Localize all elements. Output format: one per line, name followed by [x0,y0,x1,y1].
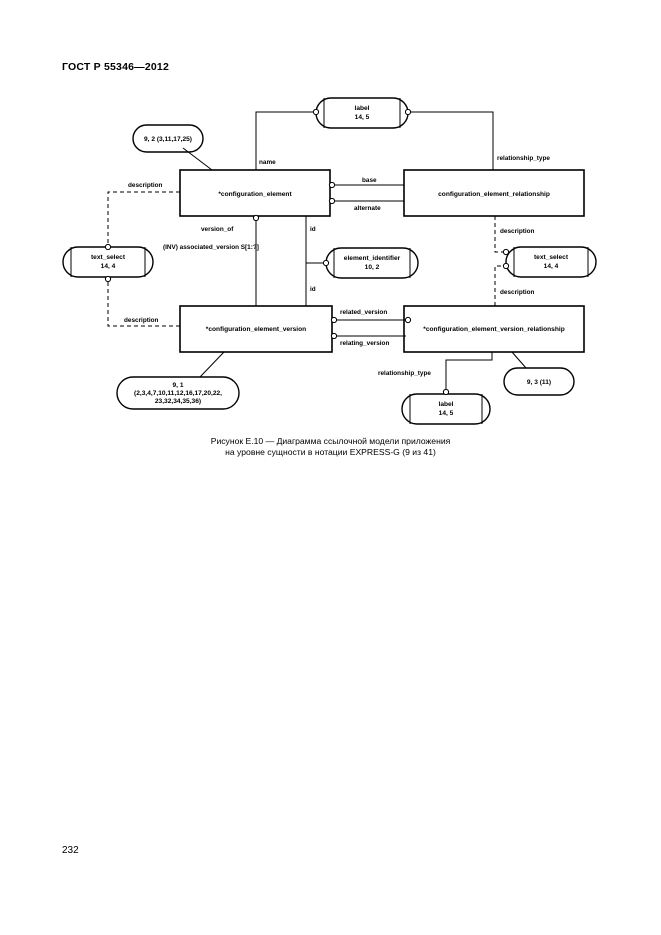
attr-related-version: related_version [340,309,387,316]
attr-description-right-upper: description [500,228,535,235]
entity-configuration-element: *configuration_element [218,191,292,198]
line-description-bottom-left [107,281,180,327]
figure-caption-line2: на уровне сущности в нотации EXPRESS-G (… [225,447,436,457]
line-relationship-type-top [410,111,494,170]
line-ref-top [182,147,213,171]
attr-description-top-left: description [128,182,163,189]
attr-base: base [362,177,377,184]
entity-configuration-element-relationship: configuration_element_relationship [438,191,550,198]
attr-id-lower: id [310,286,316,293]
reference-bottom-line2: (2,3,4,7,10,11,12,16,17,20,22, [134,390,222,397]
type-label-bottom-ref: 14, 5 [439,410,454,417]
type-element-identifier-box [325,247,419,279]
type-text-select-left-ref: 14, 4 [101,263,116,270]
type-element-identifier-name: element_identifier [344,255,401,262]
line-description-top-left [107,191,180,245]
line-description-right-lower [494,265,504,306]
page-number: 232 [62,845,79,856]
attr-id-upper: id [310,226,316,233]
attr-relating-version: relating_version [340,340,389,347]
line-ref-bottom [199,351,225,378]
type-label-top-ref: 14, 5 [355,114,370,121]
attr-name: name [259,159,276,166]
reference-right-box [503,367,575,396]
attr-relationship-type-top: relationship_type [497,155,550,162]
attr-alternate: alternate [354,205,381,212]
type-label-top-name: label [354,105,369,112]
type-label-top-box [315,97,409,129]
attr-description-right-lower: description [500,289,535,296]
type-element-identifier-ref: 10, 2 [365,264,380,271]
reference-top: 9, 2 (3,11,17,25) [144,136,192,143]
type-text-select-right-box [505,246,597,278]
type-label-bottom-name: label [438,401,453,408]
reference-bottom-box [116,376,240,410]
attr-version-of: version_of [201,226,234,233]
document-header: ГОСТ Р 55346—2012 [62,61,170,73]
reference-top-box [132,124,204,153]
entity-configuration-element-version-relationship-box [403,305,585,353]
entity-configuration-element-relationship-box [403,169,585,217]
type-text-select-left-box [62,246,154,278]
reference-bottom-line3: 23,32,34,35,36) [155,398,201,405]
type-text-select-right-ref: 14, 4 [544,263,559,270]
figure-caption-line1: Рисунок E.10 — Диаграмма ссылочной модел… [210,436,451,446]
line-name [255,111,314,170]
type-text-select-left-name: text_select [91,254,126,261]
line-id-upper [305,216,324,264]
type-text-select-right-name: text_select [534,254,569,261]
line-relationship-type-bottom [445,352,493,390]
attr-relationship-type-bottom: relationship_type [378,370,431,377]
attr-inverse: (INV) associated_version S[1:?] [163,244,259,251]
attr-description-bottom-left: description [124,317,159,324]
reference-bottom-line1: 9, 1 [173,382,184,389]
reference-right: 9, 3 (11) [527,379,551,386]
line-description-right-upper [494,216,504,253]
line-ref-right [511,351,527,369]
entity-configuration-element-version-relationship: *configuration_element_version_relations… [423,326,564,333]
type-label-bottom-box [401,393,491,425]
entity-configuration-element-version: *configuration_element_version [206,326,306,333]
